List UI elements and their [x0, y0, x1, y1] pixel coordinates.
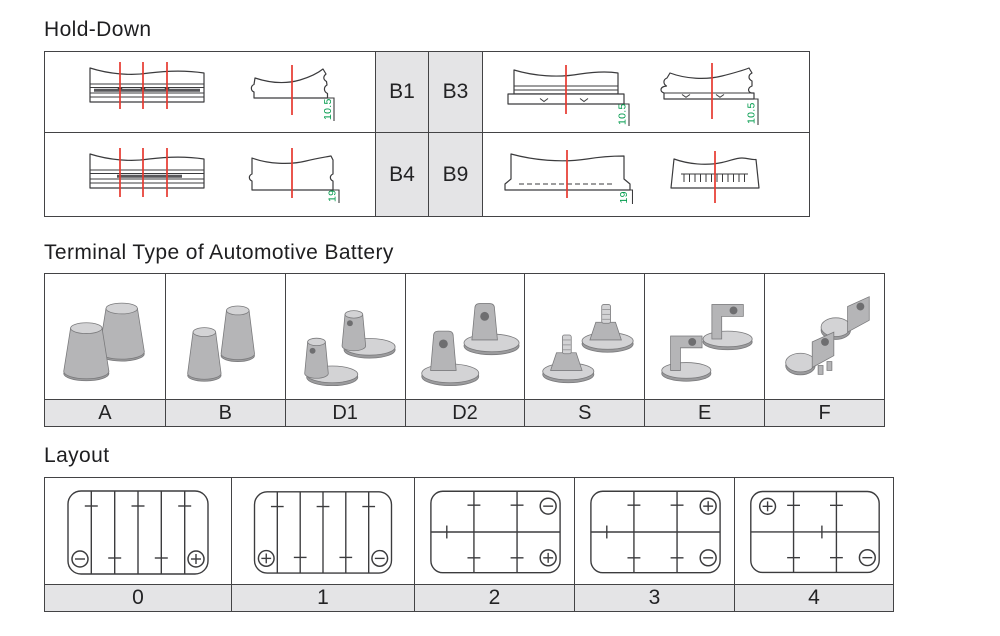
holddown-code-b9: B9: [428, 133, 482, 216]
b3-side-profile-drawing: 10.5: [507, 65, 630, 126]
terminal-label-s: S: [524, 399, 645, 426]
terminal-image-s: [524, 274, 644, 399]
dimension-label: 10.5: [617, 103, 629, 125]
b4-end-profile-drawing: 19: [248, 148, 340, 203]
layout-label-1: 1: [231, 584, 414, 611]
layout-diagram-0: [45, 478, 231, 584]
terminal-label-d1: D1: [284, 399, 405, 426]
b4-side-profile-drawing: [89, 148, 205, 197]
terminal-d2-icon: [421, 302, 520, 386]
terminal-f-icon: [784, 295, 870, 375]
terminal-table: A B D1 D2 S E F: [44, 273, 885, 427]
b9-end-profile-drawing: [670, 151, 760, 203]
dimension-label: 10.5: [322, 98, 334, 120]
dimension-label: 10.5: [746, 102, 758, 124]
plus-terminal-icon: [699, 497, 717, 515]
terminal-d1-icon: [304, 309, 396, 386]
layout-diagram-4: [734, 478, 893, 584]
terminal-b-icon: [187, 305, 256, 382]
terminal-image-f: [764, 274, 884, 399]
dimension-label: 19: [327, 190, 339, 202]
b1-end-profile-drawing: 10.5: [250, 65, 335, 121]
layout-label-3: 3: [574, 584, 734, 611]
b3-end-profile-drawing: 10.5: [660, 63, 759, 125]
terminal-a-icon: [63, 302, 145, 381]
layout-0-drawing: [67, 490, 209, 575]
terminal-image-b: [164, 274, 285, 399]
layout-3-drawing: [590, 490, 721, 574]
holddown-b3-drawing-cell: 10.5 10.5: [482, 52, 809, 133]
holddown-b4-drawing-cell: 19: [45, 133, 375, 216]
plus-terminal-icon: [257, 549, 275, 567]
terminal-s-icon: [542, 303, 634, 383]
layout-2-drawing: [430, 490, 561, 574]
terminal-label-a: A: [45, 399, 165, 426]
terminal-image-a: [45, 274, 165, 399]
layout-diagram-3: [574, 478, 734, 584]
b9-side-profile-drawing: 19: [504, 150, 633, 204]
minus-terminal-icon: [71, 550, 89, 568]
terminal-label-f: F: [764, 399, 884, 426]
dimension-label: 19: [618, 191, 630, 203]
layout-1-drawing: [253, 491, 393, 574]
terminal-label-e: E: [644, 399, 765, 426]
plus-terminal-icon: [187, 550, 205, 568]
holddown-code-b1: B1: [375, 52, 428, 133]
layout-diagram-1: [231, 478, 414, 584]
holddown-b1-drawing-cell: 10.5: [45, 52, 375, 133]
layout-label-4: 4: [734, 584, 893, 611]
terminal-label-b: B: [164, 399, 285, 426]
terminal-label-d2: D2: [404, 399, 525, 426]
layout-label-0: 0: [45, 584, 231, 611]
minus-terminal-icon: [371, 549, 389, 567]
layout-diagram-2: [414, 478, 574, 584]
terminal-image-d1: [284, 274, 405, 399]
terminal-image-e: [644, 274, 764, 399]
b1-side-profile-drawing: [89, 62, 205, 109]
layout-section-title: Layout: [44, 444, 110, 467]
holddown-section-title: Hold-Down: [44, 18, 152, 41]
plus-terminal-icon: [539, 549, 557, 567]
terminal-e-icon: [661, 303, 753, 382]
terminal-image-d2: [404, 274, 525, 399]
holddown-b9-drawing-cell: 19: [482, 133, 809, 216]
minus-terminal-icon: [539, 497, 557, 515]
minus-terminal-icon: [699, 549, 717, 567]
layout-label-2: 2: [414, 584, 574, 611]
plus-terminal-icon: [758, 497, 777, 515]
minus-terminal-icon: [858, 549, 876, 567]
holddown-code-b3: B3: [428, 52, 482, 133]
layout-4-drawing: [750, 490, 880, 574]
holddown-table: 10.5 B1 B3 10.5 10.5: [44, 51, 810, 217]
holddown-code-b4: B4: [375, 133, 428, 216]
layout-table: 0 1 2 3 4: [44, 477, 894, 612]
terminal-section-title: Terminal Type of Automotive Battery: [44, 241, 394, 264]
